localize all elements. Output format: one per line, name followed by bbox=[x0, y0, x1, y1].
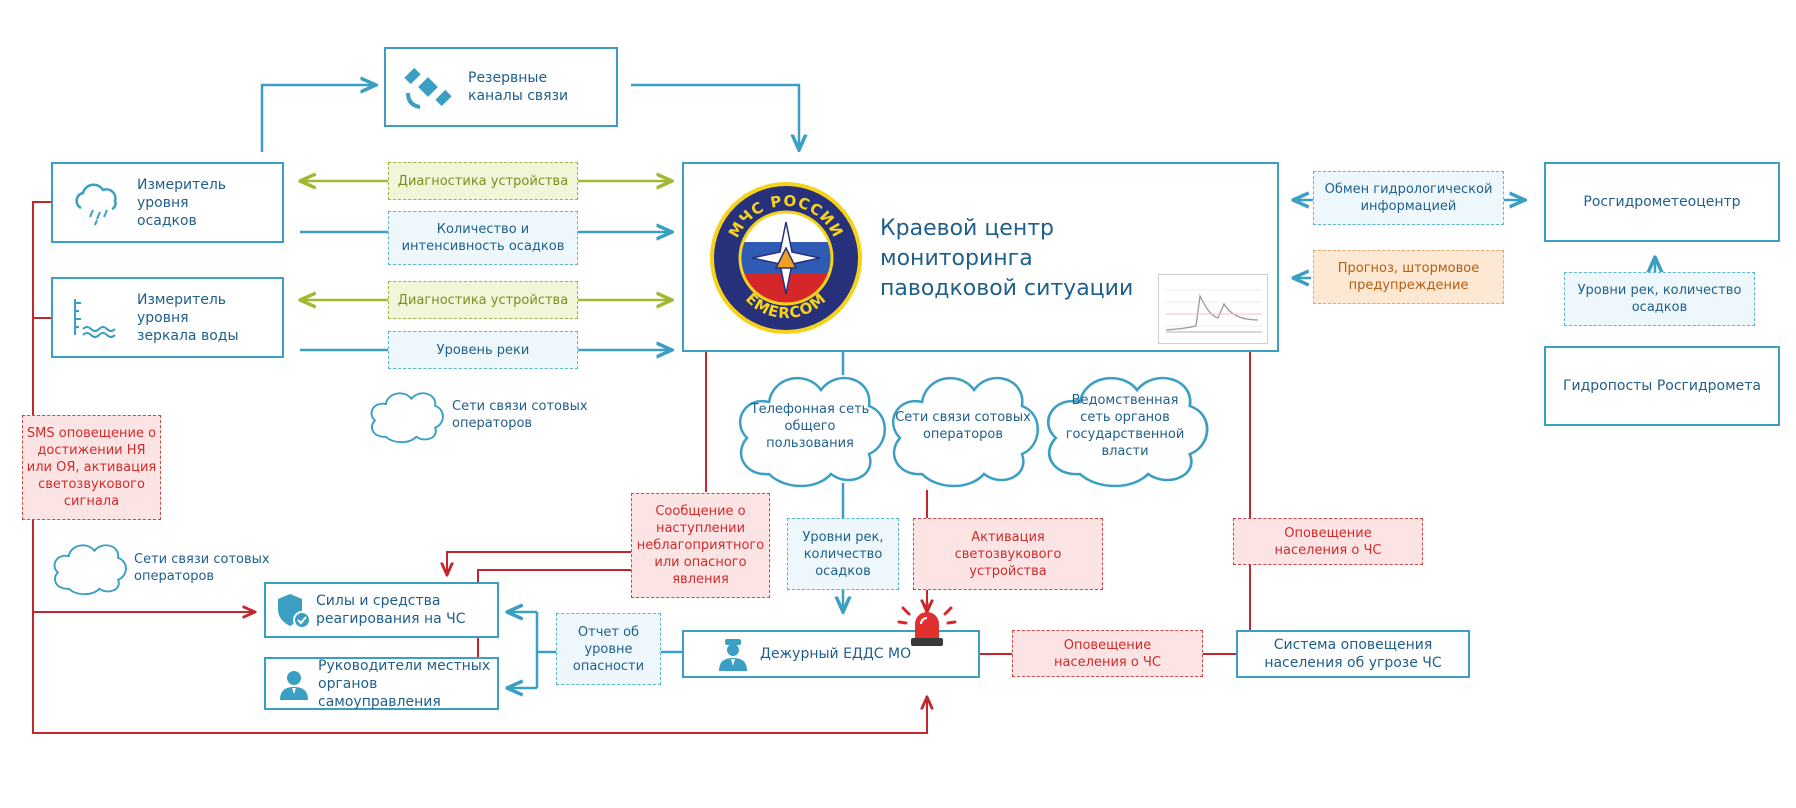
gov-network-label: Ведомственная сеть органов государственн… bbox=[1065, 393, 1185, 459]
sms-alert-tag: SMS оповещение о достижении НЯ или ОЯ, а… bbox=[22, 415, 161, 520]
rain-meter-box: Измеритель уровня осадков bbox=[51, 162, 284, 243]
danger-report-tag: Отчет об уровне опасности bbox=[556, 613, 661, 685]
roshydromet-center-box: Росгидрометеоцентр bbox=[1544, 162, 1780, 242]
cloud-shape-icon bbox=[892, 376, 1039, 488]
diagnostics-tag-1: Диагностика устройства bbox=[388, 162, 578, 200]
local-heads-label: Руководители местных органов самоуправле… bbox=[318, 657, 491, 710]
rain-meter-label: Измеритель уровня осадков bbox=[137, 176, 227, 229]
backup-channels-label: Резервные каналы связи bbox=[468, 70, 569, 104]
monitoring-center-box: МЧС РОССИИ EMERCOM Краевой центр монитор… bbox=[682, 162, 1279, 352]
forces-label: Силы и средства реагирования на ЧС bbox=[316, 593, 466, 627]
cellular-center-cloud: Сети связи сотовых операторов bbox=[882, 362, 1044, 490]
line-red-left-bus bbox=[32, 201, 927, 734]
rain-cloud-icon bbox=[75, 183, 117, 226]
line-red-to-heads bbox=[478, 569, 632, 675]
hydroposts-label: Гидропосты Росгидромета bbox=[1562, 378, 1762, 394]
water-meter-label: Измеритель уровня зеркала воды bbox=[137, 291, 239, 344]
edds-box: Дежурный ЕДДС МО bbox=[682, 630, 980, 678]
siren-icon bbox=[897, 602, 957, 646]
edds-label: Дежурный ЕДДС МО bbox=[760, 646, 912, 662]
monitoring-center-title: Краевой центр мониторинга паводковой сит… bbox=[880, 216, 1134, 301]
cellular-cloud-2 bbox=[49, 538, 129, 596]
cellular-cloud-1 bbox=[366, 386, 446, 444]
level-chart-thumbnail-icon bbox=[1158, 274, 1268, 344]
cloud-shape-icon bbox=[370, 392, 444, 444]
cellular-label-1: Сети связи сотовых операторов bbox=[452, 399, 588, 431]
water-level-icon bbox=[74, 299, 116, 338]
forces-box: Силы и средства реагирования на ЧС bbox=[264, 582, 499, 638]
levels-mid-tag: Уровни рек, количество осадков bbox=[787, 518, 899, 590]
warning-system-label: Система оповещения населения об угрозе Ч… bbox=[1264, 637, 1442, 671]
activation-tag: Активация светозвукового устройства bbox=[913, 518, 1103, 590]
gov-network-cloud: Ведомственная сеть органов государственн… bbox=[1036, 362, 1214, 490]
cellular-center-label: Сети связи сотовых операторов bbox=[895, 410, 1031, 442]
operator-icon bbox=[719, 639, 747, 671]
line-red-to-forces-top bbox=[447, 551, 632, 575]
notify-tag-bottom: Оповещение населения о ЧС bbox=[1012, 630, 1203, 677]
phone-network-label: Телефонная сеть общего пользования bbox=[750, 401, 870, 451]
message-tag: Сообщение о наступлении неблагоприятного… bbox=[631, 493, 770, 598]
cellular-label-2: Сети связи сотовых операторов bbox=[134, 552, 270, 584]
rain-amount-tag: Количество и интенсивность осадков bbox=[388, 211, 578, 265]
shield-check-icon bbox=[278, 594, 311, 629]
levels-right-tag: Уровни рек, количество осадков bbox=[1564, 272, 1755, 326]
line-backup-to-center bbox=[631, 83, 799, 150]
line-report-branch bbox=[535, 612, 556, 688]
water-meter-box: Измеритель уровня зеркала воды bbox=[51, 277, 284, 358]
hydro-exchange-tag: Обмен гидрологической информацией bbox=[1313, 171, 1504, 225]
roshydromet-center-label: Росгидрометеоцентр bbox=[1583, 194, 1741, 210]
cloud-shape-icon bbox=[739, 376, 886, 488]
warning-system-box: Система оповещения населения об угрозе Ч… bbox=[1236, 630, 1470, 678]
hydroposts-box: Гидропосты Росгидромета bbox=[1544, 346, 1780, 426]
river-level-tag: Уровень реки bbox=[388, 331, 578, 369]
local-heads-box: Руководители местных органов самоуправле… bbox=[264, 657, 499, 710]
cloud-shape-icon bbox=[1046, 376, 1209, 488]
satellite-icon bbox=[404, 67, 452, 109]
mchs-emblem-icon: МЧС РОССИИ EMERCOM bbox=[710, 182, 862, 334]
diagnostics-tag-2: Диагностика устройства bbox=[388, 281, 578, 319]
phone-network-cloud: Телефонная сеть общего пользования bbox=[729, 362, 891, 490]
backup-channels-box: Резервные каналы связи bbox=[384, 47, 618, 127]
person-icon bbox=[280, 671, 308, 700]
notify-tag-top: Оповещение населения о ЧС bbox=[1233, 518, 1423, 565]
line-rain-to-backup bbox=[260, 85, 376, 152]
forecast-tag: Прогноз, штормовое предупреждение bbox=[1313, 250, 1504, 304]
cloud-shape-icon bbox=[53, 544, 127, 596]
